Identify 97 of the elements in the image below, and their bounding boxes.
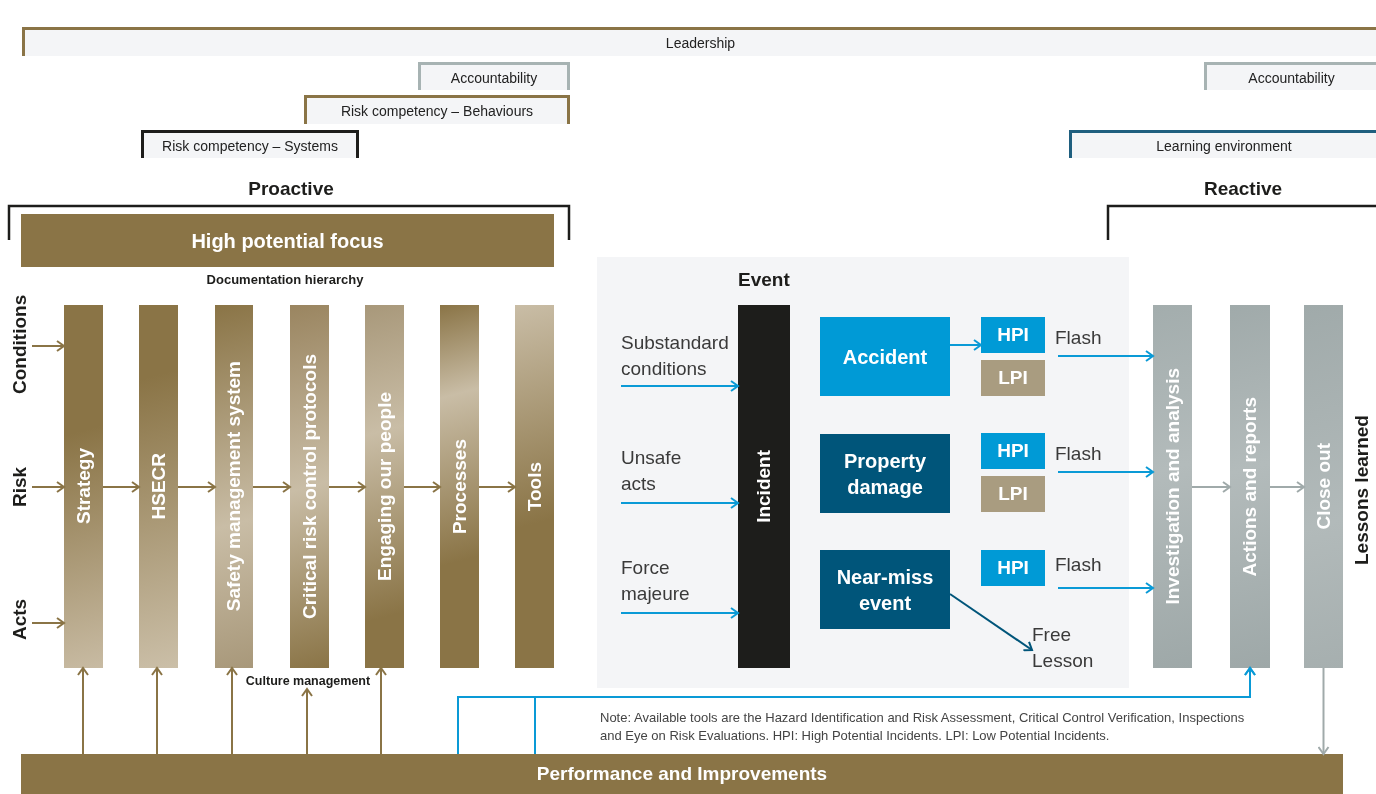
focus-banner	[21, 214, 554, 267]
arrow	[403, 481, 441, 493]
box-label: LPI	[998, 482, 1028, 506]
reactive-bar	[1153, 305, 1192, 668]
potential-box	[981, 317, 1045, 353]
learning-band	[1069, 130, 1376, 158]
arrow	[1269, 481, 1305, 493]
document-bar	[139, 305, 178, 668]
bar-label: Close out	[1312, 443, 1335, 530]
band-label: Risk competency – Behaviours	[340, 103, 534, 119]
arrow	[31, 481, 65, 493]
bar-label: Engaging our people	[373, 392, 396, 581]
reactive-bar	[1230, 305, 1270, 668]
row-caption: Documentation hierarchy	[205, 272, 365, 287]
bar-label: Safety management system	[223, 361, 245, 612]
competency-band	[141, 130, 359, 158]
arrow	[949, 593, 1033, 652]
bar-label: Incident	[753, 450, 775, 523]
arrow	[301, 688, 313, 755]
bar-label: Investigation and analysis	[1161, 368, 1184, 605]
box-label: Performance and Improvements	[536, 762, 828, 786]
potential-box	[981, 360, 1045, 396]
arrow	[1057, 350, 1154, 362]
leadership-band	[22, 27, 1376, 56]
arrow	[151, 667, 163, 755]
box-label: High potential focus	[191, 228, 384, 254]
section-heading: Proactive	[247, 178, 335, 200]
potential-box	[981, 433, 1045, 469]
reactive-bar	[1304, 305, 1343, 668]
band-label: Accountability	[1248, 69, 1335, 86]
event-type-box	[820, 317, 950, 396]
bar-label: Actions and reports	[1239, 396, 1261, 577]
arrow	[102, 481, 140, 493]
potential-box	[981, 476, 1045, 512]
competency-band	[304, 95, 570, 124]
arrow	[1191, 481, 1231, 493]
arrow	[620, 607, 739, 619]
bar-label: Tools	[523, 461, 546, 512]
arrow	[1057, 466, 1154, 478]
document-bar	[365, 305, 404, 668]
arrow	[328, 481, 366, 493]
performance-bar	[21, 754, 1343, 794]
document-bar	[290, 305, 329, 668]
note-text: Note: Available tools are the Hazard Identification and Risk Assessment, Critical Control Verification, Inspections and Eye on Risk Evaluations. HPI: High Potential Incidents. LPI: Low Potential Incidents.	[600, 709, 1246, 745]
arrow	[226, 667, 238, 755]
potential-box	[981, 550, 1045, 586]
arrow	[77, 667, 89, 755]
input-label: Acts	[8, 596, 32, 642]
band-label: Accountability	[450, 69, 538, 86]
cause-label: Force majeure	[621, 555, 711, 613]
arrow	[31, 340, 65, 352]
row-caption: Culture management	[240, 673, 376, 689]
input-label: Conditions	[8, 294, 32, 394]
box-label: LPI	[998, 366, 1028, 390]
cause-label: Unsafe acts	[621, 445, 711, 503]
bar-label: Strategy	[72, 448, 95, 525]
arrow	[620, 380, 739, 392]
event-panel	[597, 257, 1129, 688]
document-bar	[515, 305, 554, 668]
box-label: Property damage	[842, 448, 928, 500]
section-heading: Reactive	[1202, 178, 1284, 200]
accountability-band	[418, 62, 570, 90]
box-label: HPI	[997, 556, 1029, 580]
band-label: Learning environment	[1156, 137, 1292, 154]
arrow	[620, 497, 739, 509]
arrow	[375, 667, 387, 755]
flash-label: Flash	[1055, 552, 1105, 588]
incident-bar	[738, 305, 790, 668]
event-type-box	[820, 434, 950, 513]
arrow	[1317, 667, 1330, 755]
box-label: HPI	[997, 439, 1029, 463]
input-label: Risk	[8, 464, 32, 510]
side-caption: Lessons learned	[1350, 414, 1373, 567]
bar-label: Processes	[448, 438, 471, 535]
document-bar	[440, 305, 479, 668]
panel-heading: Event	[738, 269, 790, 291]
document-bar	[64, 305, 103, 668]
box-label: Accident	[842, 344, 928, 370]
band-label: Risk competency – Systems	[162, 137, 338, 154]
outcome-label: Free Lesson	[1032, 622, 1108, 676]
band-label: Leadership	[665, 35, 736, 51]
arrow	[252, 481, 291, 493]
arrow	[1057, 582, 1154, 594]
event-type-box	[820, 550, 950, 629]
arrow	[949, 339, 982, 351]
document-bar	[215, 305, 253, 668]
flash-label: Flash	[1055, 325, 1105, 356]
flash-label: Flash	[1055, 441, 1105, 472]
arrow	[31, 617, 65, 629]
arrow	[478, 481, 516, 493]
bar-label: HSECR	[147, 453, 170, 520]
accountability-band	[1204, 62, 1376, 90]
arrow	[177, 481, 216, 493]
bar-label: Critical risk control protocols	[298, 354, 321, 619]
cause-label: Substandard conditions	[621, 330, 737, 386]
box-label: Near-miss event	[835, 564, 935, 616]
box-label: HPI	[997, 323, 1029, 347]
